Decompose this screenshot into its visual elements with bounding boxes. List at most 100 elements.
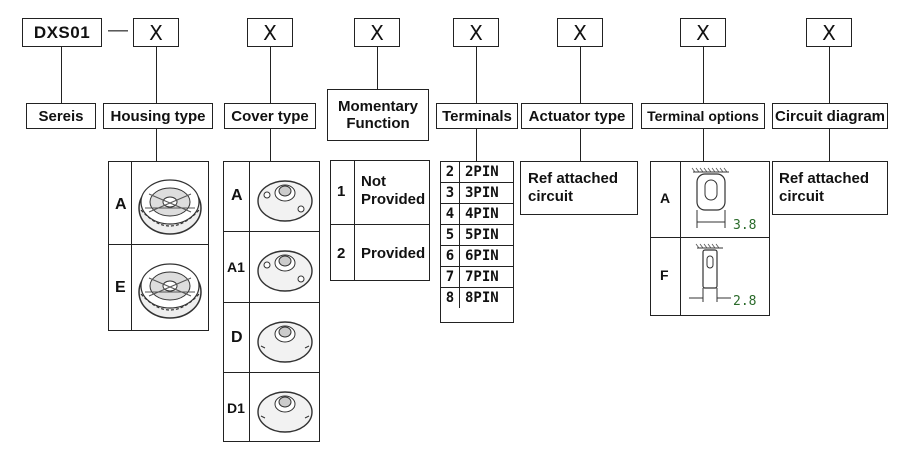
series-code: DXS01 xyxy=(33,22,91,42)
header-housing-label: Housing type xyxy=(110,107,206,125)
terminal-row-code: 7 xyxy=(441,267,460,287)
housing-a-image xyxy=(138,179,202,235)
connector-cover xyxy=(270,47,271,103)
terminal-row-code: 8 xyxy=(441,288,460,308)
actuator-text: Ref attached circuit xyxy=(528,170,619,205)
circuit-text: Ref attached circuit xyxy=(779,170,870,205)
cover-code-box: X xyxy=(247,18,293,47)
terminal-row-code: 3 xyxy=(441,183,460,203)
circuit-options-box: Ref attached circuit xyxy=(772,161,888,215)
header-terminal-options: Terminal options xyxy=(641,103,765,129)
terminal-option-f: F xyxy=(660,267,669,283)
momentary-options-table: 1 Not Provided 2 Provided xyxy=(330,160,430,281)
connector-series xyxy=(61,47,62,103)
cover-option-a: A xyxy=(231,187,243,204)
housing-e-image xyxy=(138,263,202,319)
terminal-row-label: 7PIN xyxy=(465,269,499,285)
housing-options-table: A E xyxy=(108,161,209,331)
terminal-f-drawing xyxy=(689,243,731,302)
header-actuator: Actuator type xyxy=(521,103,633,129)
terminal-options-code-box: X xyxy=(680,18,726,47)
connector-terminals xyxy=(476,47,477,103)
header-momentary-label: Momentary Function xyxy=(337,98,419,132)
connector-terminal-options xyxy=(703,47,704,103)
terminal-row-label: 4PIN xyxy=(465,206,499,222)
terminal-row: 6 6PIN xyxy=(441,246,513,267)
terminal-options-x: X xyxy=(696,20,710,45)
terminal-row-code: 4 xyxy=(441,204,460,224)
terminal-row-label: 3PIN xyxy=(465,185,499,201)
cover-option-d: D xyxy=(231,329,243,346)
terminal-row-label: 2PIN xyxy=(465,164,499,180)
header-terminal-options-label: Terminal options xyxy=(647,107,759,124)
housing-option-e: E xyxy=(115,279,126,296)
terminal-row: 3 3PIN xyxy=(441,183,513,204)
header-series: Sereis xyxy=(26,103,96,129)
connector-housing xyxy=(156,47,157,103)
header-circuit-label: Circuit diagram xyxy=(774,107,886,125)
header-terminals-label: Terminals xyxy=(442,107,512,125)
cover-a-image xyxy=(257,180,313,222)
header-circuit: Circuit diagram xyxy=(772,103,888,129)
momentary-label-1: Not Provided xyxy=(361,173,426,208)
terminal-a-dimension: 3.8 xyxy=(733,218,757,233)
circuit-x: X xyxy=(822,20,836,45)
terminals-code-box: X xyxy=(453,18,499,47)
header-series-label: Sereis xyxy=(38,107,84,125)
terminals-options-table: 2 2PIN 3 3PIN 4 4PIN 5 5PIN 6 6PIN 7 7PIN 8 8PIN xyxy=(440,161,514,323)
terminal-row: 4 4PIN xyxy=(441,204,513,225)
cover-options-table: A A1 D D1 xyxy=(223,161,320,442)
header-actuator-label: Actuator type xyxy=(528,107,626,125)
connector-cover-table xyxy=(270,129,271,161)
header-terminals: Terminals xyxy=(436,103,518,129)
cover-a1-image xyxy=(257,250,313,292)
series-code-box: DXS01 xyxy=(22,18,102,47)
connector-actuator-table xyxy=(580,129,581,161)
terminal-row-code: 5 xyxy=(441,225,460,245)
cover-option-d1: D1 xyxy=(227,400,245,416)
terminal-a-drawing xyxy=(691,167,729,228)
terminals-rows: 2 2PIN 3 3PIN 4 4PIN 5 5PIN 6 6PIN 7 7PIN 8 8PIN xyxy=(441,162,513,308)
actuator-options-box: Ref attached circuit xyxy=(520,161,638,215)
momentary-x: X xyxy=(370,20,384,45)
header-cover-label: Cover type xyxy=(231,107,309,125)
terminal-row-label: 8PIN xyxy=(465,290,499,306)
code-dash: — xyxy=(108,19,128,41)
connector-terminal-options-table xyxy=(703,129,704,161)
terminal-row: 2 2PIN xyxy=(441,162,513,183)
momentary-code-box: X xyxy=(354,18,400,47)
connector-circuit xyxy=(829,47,830,103)
cover-d-image xyxy=(257,321,313,363)
terminal-row-label: 5PIN xyxy=(465,227,499,243)
terminal-row-label: 6PIN xyxy=(465,248,499,264)
header-housing: Housing type xyxy=(103,103,213,129)
cover-x: X xyxy=(263,20,277,45)
housing-option-a: A xyxy=(115,196,127,213)
terminal-row: 7 7PIN xyxy=(441,267,513,288)
cover-d1-image xyxy=(257,391,313,433)
housing-code-box: X xyxy=(133,18,179,47)
terminal-row-code: 2 xyxy=(441,162,460,182)
momentary-label-2: Provided xyxy=(361,245,426,262)
terminal-options-table: A F 3.8 2.8 xyxy=(650,161,770,316)
connector-circuit-table xyxy=(829,129,830,161)
circuit-code-box: X xyxy=(806,18,852,47)
actuator-x: X xyxy=(573,20,587,45)
terminal-row: 8 8PIN xyxy=(441,288,513,308)
momentary-code-1: 1 xyxy=(337,183,346,200)
terminal-f-dimension: 2.8 xyxy=(733,294,757,309)
connector-actuator xyxy=(580,47,581,103)
cover-option-a1: A1 xyxy=(227,259,245,275)
header-momentary: Momentary Function xyxy=(327,89,429,141)
terminal-row-code: 6 xyxy=(441,246,460,266)
actuator-code-box: X xyxy=(557,18,603,47)
connector-housing-table xyxy=(156,129,157,161)
connector-terminals-table xyxy=(476,129,477,161)
terminals-x: X xyxy=(469,20,483,45)
terminal-option-a: A xyxy=(660,190,671,206)
momentary-code-2: 2 xyxy=(337,245,346,262)
terminal-row: 5 5PIN xyxy=(441,225,513,246)
header-cover: Cover type xyxy=(224,103,316,129)
connector-momentary xyxy=(377,47,378,89)
housing-x: X xyxy=(149,20,163,45)
